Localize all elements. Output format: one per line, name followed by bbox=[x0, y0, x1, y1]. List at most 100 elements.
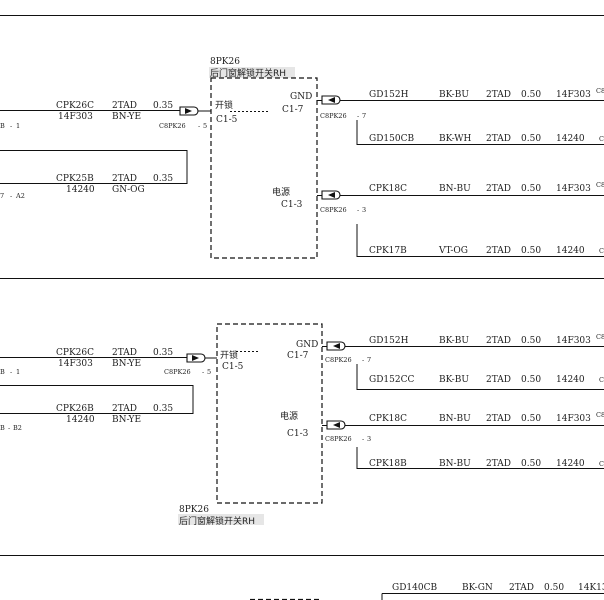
wire-color: BK-GN bbox=[462, 583, 493, 593]
wire-fuse: 14F303 bbox=[58, 112, 93, 122]
wire-gauge: 2TAD bbox=[486, 414, 511, 424]
connector-pin: 7 bbox=[362, 112, 366, 120]
wire-size: 0.50 bbox=[521, 336, 541, 346]
wire-size: 0.35 bbox=[153, 174, 173, 184]
wire-gauge: 2TAD bbox=[112, 101, 137, 111]
switch-module-box bbox=[210, 77, 318, 259]
wire-size: 0.35 bbox=[153, 348, 173, 358]
wire-color: BN-BU bbox=[439, 414, 471, 424]
wire-size: 0.50 bbox=[521, 134, 541, 144]
wire-fuse: 14F303 bbox=[58, 359, 93, 369]
connector-power bbox=[317, 190, 604, 200]
wire-fuse: 14240 bbox=[556, 459, 585, 469]
wire-gauge: 2TAD bbox=[486, 134, 511, 144]
pin-dash: - bbox=[362, 356, 364, 364]
left-edge-pin-bottom: A2 bbox=[15, 192, 25, 200]
wire-fuse: 14240 bbox=[556, 246, 585, 256]
wire-gauge: 2TAD bbox=[486, 184, 511, 194]
wire-color: VT-OG bbox=[438, 246, 468, 256]
component-label-highlight bbox=[178, 514, 264, 525]
wire-tail: C bbox=[599, 376, 604, 384]
connector-pin: 7 bbox=[367, 356, 371, 364]
wire-circuit: CPK18C bbox=[369, 184, 407, 194]
wire-tail: C bbox=[599, 247, 604, 255]
left-edge-tag-top: B bbox=[0, 368, 5, 376]
wire-fuse: 14F303 bbox=[556, 414, 591, 424]
component-label-highlight bbox=[209, 67, 295, 78]
right-wire-row: CPK17B VT-OG 2TAD 0.50 14240 C bbox=[369, 246, 604, 256]
wire-tail: C8 bbox=[596, 333, 604, 341]
wire-tail: C8 bbox=[596, 411, 604, 419]
right-wire-row: GD152H BK-BU 2TAD 0.50 14F303 C8 bbox=[369, 333, 604, 346]
gnd-label: GND bbox=[290, 92, 312, 102]
wire-gauge: 2TAD bbox=[112, 348, 137, 358]
wire-cpk26b-loop bbox=[0, 385, 194, 414]
wire-color: BN-BU bbox=[439, 184, 471, 194]
connector-pin: 3 bbox=[362, 206, 366, 214]
wire-gd152cc bbox=[356, 364, 604, 390]
pin-dot: - bbox=[10, 122, 12, 130]
wire-cpk25b-loop bbox=[0, 150, 188, 184]
wire-size: 0.50 bbox=[521, 90, 541, 100]
right-wire-row: CPK18C BN-BU 2TAD 0.50 14F303 C8 bbox=[369, 411, 604, 424]
wire-color: GN-OG bbox=[112, 185, 145, 195]
wire-size: 0.50 bbox=[521, 246, 541, 256]
section-1: 8PK26 后门窗解锁开关RH B - 1 7 - A2 CPK26C 2TAD… bbox=[0, 57, 604, 259]
switch-label: 开锁 bbox=[215, 99, 233, 111]
wire-gauge: 2TAD bbox=[486, 336, 511, 346]
wire-color: BN-YE bbox=[112, 359, 141, 369]
wire-color: BN-BU bbox=[439, 459, 471, 469]
wire-tail: C bbox=[599, 135, 604, 143]
connector-pin: 3 bbox=[367, 435, 371, 443]
switch-label: 开锁 bbox=[220, 349, 238, 361]
left-edge-pin-bottom: B2 bbox=[13, 424, 22, 432]
left-edge-tag-bottom: 7 bbox=[0, 192, 4, 200]
right-wire-row: CPK18B BN-BU 2TAD 0.50 14240 C bbox=[369, 459, 604, 469]
wire-circuit: GD150CB bbox=[369, 134, 414, 144]
wire-color: BK-WH bbox=[439, 134, 471, 144]
wire-size: 0.35 bbox=[153, 404, 173, 414]
wire-size: 0.50 bbox=[521, 459, 541, 469]
wire-gauge: 2TAD bbox=[486, 375, 511, 385]
wire-fuse: 14K13 bbox=[578, 583, 604, 593]
wire-size: 0.35 bbox=[153, 101, 173, 111]
wire-color: BK-BU bbox=[439, 336, 469, 346]
component-id: 8PK26 bbox=[210, 57, 240, 67]
wire-circuit: GD140CB bbox=[392, 583, 437, 593]
right-wire-row: GD152H BK-BU 2TAD 0.50 14F303 C8 bbox=[369, 87, 604, 100]
pin-dash: - bbox=[362, 435, 364, 443]
connector-gnd bbox=[322, 341, 604, 351]
wire-cpk17b bbox=[356, 224, 604, 257]
wire-circuit: CPK17B bbox=[369, 246, 407, 256]
wire-fuse: 14F303 bbox=[556, 90, 591, 100]
wire-color: BK-BU bbox=[439, 375, 469, 385]
wire-circuit: CPK26C bbox=[56, 101, 94, 111]
wire-circuit: CPK18C bbox=[369, 414, 407, 424]
wire-circuit: CPK25B bbox=[56, 174, 94, 184]
connector-power bbox=[322, 420, 604, 430]
wire-fuse: 14F303 bbox=[556, 336, 591, 346]
wire-circuit: CPK26B bbox=[56, 404, 94, 414]
pin-dash: - bbox=[198, 122, 200, 130]
power-pin: C1-3 bbox=[281, 200, 303, 210]
connector-id: C8PK26 bbox=[320, 112, 347, 120]
wire-fuse: 14240 bbox=[66, 415, 95, 425]
pin-dot: - bbox=[10, 368, 12, 376]
power-label: 电源 bbox=[272, 186, 290, 198]
wire-circuit: GD152H bbox=[369, 336, 409, 346]
switch-module-box bbox=[216, 323, 323, 504]
connector-id: C8PK26 bbox=[320, 206, 347, 214]
wire-fuse: 14240 bbox=[556, 134, 585, 144]
connector-c1-5 bbox=[176, 106, 211, 116]
connector-pin: 5 bbox=[203, 122, 207, 130]
component-id: 8PK26 bbox=[179, 505, 209, 515]
wire-circuit: CPK26C bbox=[56, 348, 94, 358]
connector-id: C8PK26 bbox=[325, 356, 352, 364]
left-edge-tag-bottom: B bbox=[0, 424, 5, 432]
gnd-label: GND bbox=[296, 340, 318, 350]
wire-size: 0.50 bbox=[544, 583, 564, 593]
wire-fuse: 14240 bbox=[66, 185, 95, 195]
wire-tail: C8 bbox=[596, 181, 604, 189]
wire-size: 0.50 bbox=[521, 184, 541, 194]
